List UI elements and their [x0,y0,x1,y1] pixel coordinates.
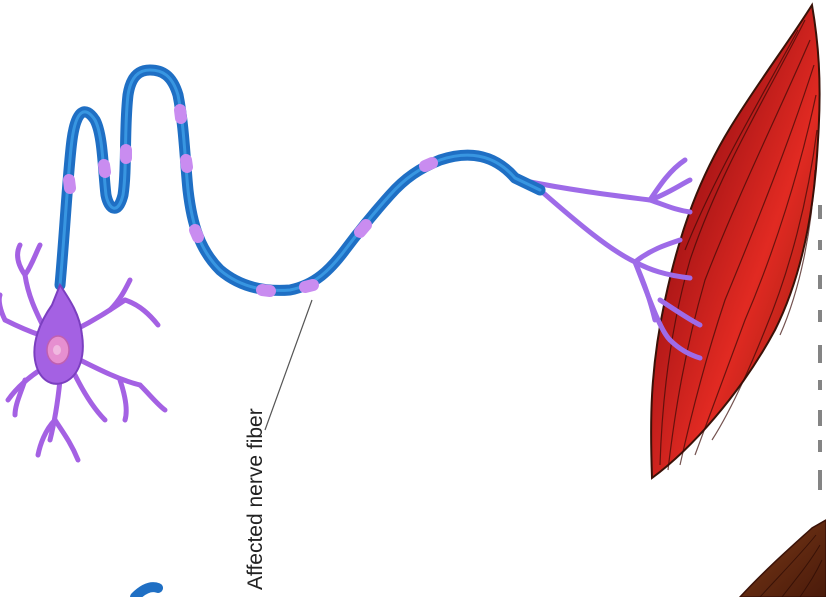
leader-line [265,300,312,430]
neuron-cell-body [0,245,165,460]
axon-myelin [60,70,540,290]
right-edge-marks [818,205,822,490]
axon [60,70,540,291]
axon-lower-partial [135,587,158,597]
affected-nerve-fiber-label: Affected nerve fiber [244,408,267,590]
muscle-body-lower [740,520,826,597]
affected-nerve-fiber-callout: Affected nerve fiber [244,300,312,590]
soma [34,285,82,384]
nucleolus [53,345,61,355]
muscle-fiber-lower [740,520,826,597]
